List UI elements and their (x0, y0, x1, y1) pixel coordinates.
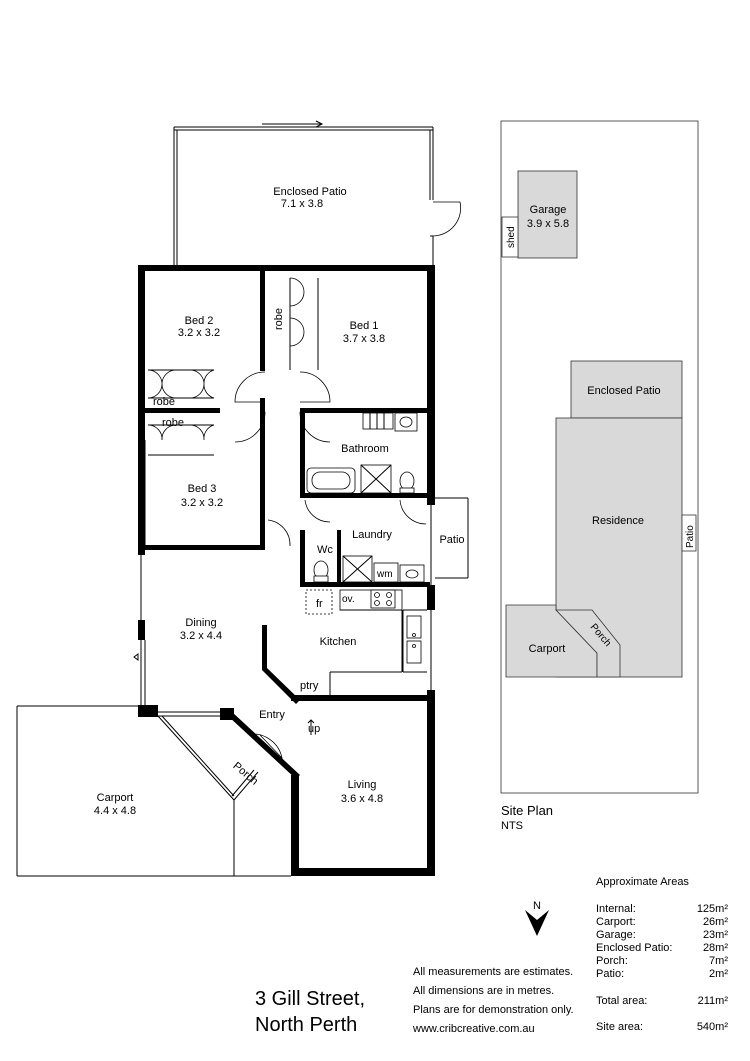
area-label: Site area: (596, 1021, 644, 1033)
property-address: 3 Gill Street, North Perth (255, 986, 365, 1038)
site-carport-label: Carport (529, 643, 566, 655)
area-value: 28m² (702, 942, 728, 954)
laundry-name: Laundry (352, 529, 392, 541)
area-value: 125m² (696, 903, 728, 915)
site-garage-name: Garage (530, 204, 567, 216)
carport-porch-outline (16, 705, 315, 877)
site-garage-dims: 3.9 x 5.8 (527, 218, 569, 230)
oven-label: ov. (342, 594, 355, 605)
kitchen-fixtures (305, 589, 427, 695)
room-labels: Enclosed Patio 7.1 x 3.8 Bed 2 3.2 x 3.2… (94, 186, 465, 817)
area-row-total: Total area: 211m² (596, 995, 728, 1007)
site-patio-label: Patio (685, 525, 696, 548)
kitchen-name: Kitchen (320, 636, 357, 648)
area-value: 2m² (709, 968, 728, 980)
wm-label: wm (376, 569, 393, 580)
area-label: Porch: (596, 955, 628, 967)
enclosed-patio-outline (173, 120, 461, 266)
address-line1: 3 Gill Street, (255, 988, 366, 1010)
dining-name: Dining (185, 617, 216, 629)
area-row-internal: Internal: 125m² (596, 903, 728, 915)
side-patio-outline (435, 497, 469, 579)
carport-name: Carport (97, 792, 134, 804)
area-row-carport: Carport: 26m² (596, 916, 728, 928)
pantry-label: ptry (300, 680, 319, 692)
bathroom-name: Bathroom (341, 443, 389, 455)
north-arrow: N (525, 900, 549, 936)
fixture-labels: robe robe robe Wc wm fr ov. ptry up (153, 308, 393, 735)
site-porch (555, 609, 621, 678)
carport-dims: 4.4 x 4.8 (94, 805, 136, 817)
site-plan: Garage 3.9 x 5.8 shed Enclosed Patio Res… (500, 120, 699, 832)
wc-label: Wc (317, 544, 333, 556)
bed1-name: Bed 1 (350, 320, 379, 332)
note-estimates: All measurements are estimates. (413, 966, 574, 978)
area-value: 7m² (709, 955, 728, 967)
note-website[interactable]: www.cribcreative.com.au (413, 1023, 535, 1035)
site-garage (517, 170, 578, 259)
site-shed-label: shed (506, 226, 517, 248)
fridge-label: fr (316, 598, 323, 610)
bed1-dims: 3.7 x 3.8 (343, 333, 385, 345)
living-name: Living (348, 779, 377, 791)
entry-name: Entry (259, 709, 285, 721)
area-value: 211m² (697, 995, 728, 1007)
note-demonstration: Plans are for demonstration only. (413, 1004, 574, 1016)
site-residence-label: Residence (592, 515, 644, 527)
left-windows (133, 267, 432, 873)
dining-dims: 3.2 x 4.4 (180, 630, 222, 642)
site-enclosed-patio-label: Enclosed Patio (587, 385, 660, 397)
porch-name: Porch (230, 760, 260, 788)
area-value: 540m² (696, 1021, 728, 1033)
area-row-enclosed-patio: Enclosed Patio: 28m² (596, 942, 728, 954)
area-value: 23m² (702, 929, 728, 941)
robe-label-bed3: robe (162, 417, 184, 429)
patio-name: Patio (439, 534, 464, 546)
area-label: Carport: (596, 916, 636, 928)
up-label: up (308, 723, 320, 735)
area-row-garage: Garage: 23m² (596, 929, 728, 941)
address-line2: North Perth (255, 1014, 358, 1036)
site-plan-title: Site Plan (501, 803, 553, 818)
robe-label-bed1: robe (273, 308, 285, 330)
note-metres: All dimensions are in metres. (413, 985, 555, 997)
area-label: Garage: (596, 929, 636, 941)
area-label: Patio: (596, 968, 625, 980)
area-row-site: Site area: 540m² (596, 1021, 728, 1033)
area-value: 26m² (702, 916, 728, 928)
bed3-name: Bed 3 (188, 483, 217, 495)
enclosed-patio-name: Enclosed Patio (273, 186, 346, 198)
site-plan-scale: NTS (501, 820, 523, 832)
site-enclosed-patio (570, 360, 683, 419)
robe-label-bed2: robe (153, 396, 175, 408)
area-label: Internal: (596, 903, 636, 915)
bathroom-fixtures (306, 412, 425, 583)
area-row-porch: Porch: 7m² (596, 955, 728, 967)
living-dims: 3.6 x 4.8 (341, 793, 383, 805)
area-label: Enclosed Patio: (596, 942, 673, 954)
area-row-patio: Patio: 2m² (596, 968, 728, 980)
areas-title: Approximate Areas (596, 876, 689, 888)
enclosed-patio-dims: 7.1 x 3.8 (281, 198, 323, 210)
bed2-dims: 3.2 x 3.2 (178, 327, 220, 339)
north-label: N (533, 900, 541, 912)
bed2-name: Bed 2 (185, 315, 214, 327)
area-label: Total area: (596, 995, 648, 1007)
bed3-dims: 3.2 x 3.2 (181, 497, 223, 509)
robe-doors (147, 277, 427, 760)
